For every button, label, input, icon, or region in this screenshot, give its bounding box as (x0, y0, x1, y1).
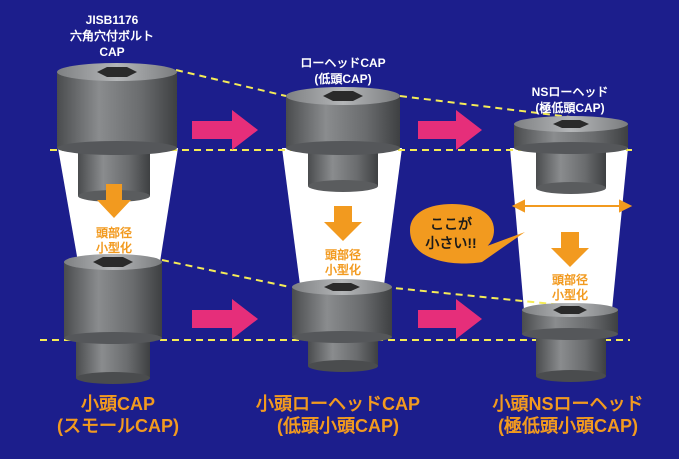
down-arrow-icon (324, 206, 362, 241)
right-arrow-icon (418, 299, 482, 339)
right-arrow-icon (418, 110, 482, 150)
bolt-lowhead-cap (286, 87, 400, 192)
guide-line-top-1 (175, 69, 287, 97)
label-col1-line1: JISB1176 (86, 13, 139, 27)
guide-line-small-1 (161, 259, 291, 288)
shrink-label-3-line2: 小型化 (552, 287, 588, 302)
right-arrow-icon (192, 110, 258, 150)
down-arrow-icon (97, 184, 131, 218)
title-col3-line2: (極低頭小頭CAP) (498, 415, 638, 436)
label-col3-line1: NSローヘッド (532, 85, 609, 99)
down-arrow-icon (551, 232, 589, 267)
title-col1-line1: 小頭CAP (81, 394, 155, 414)
double-arrow-icon (511, 199, 633, 213)
bolt-small-ns-lowhead (522, 303, 618, 382)
title-col2-line1: 小頭ローヘッドCAP (256, 394, 420, 414)
hex-socket-icon (553, 120, 589, 128)
label-col2-line1: ローヘッドCAP (300, 56, 385, 70)
label-col3-line2: (極低頭CAP) (535, 100, 604, 115)
title-col3-line1: 小頭NSローヘッド (492, 394, 643, 414)
shrink-label-2-line1: 頭部径 (325, 247, 361, 262)
bolt-ns-lowhead (514, 116, 628, 194)
shrink-label-2-line2: 小型化 (325, 262, 361, 277)
guide-line-small-2 (383, 286, 613, 311)
bolt-small-lowhead-cap (292, 279, 392, 372)
guide-line-top-2 (399, 95, 628, 125)
right-arrow-icon (192, 299, 258, 339)
bolt-small-cap (64, 254, 162, 384)
hex-socket-icon (324, 283, 360, 291)
hex-socket-icon (93, 257, 133, 267)
label-col1-line2: 六角穴付ボルト (70, 28, 154, 43)
title-col2-line2: (低頭小頭CAP) (277, 415, 399, 436)
title-col1-line2: (スモールCAP) (57, 416, 179, 436)
speech-bubble-icon (410, 204, 525, 264)
bolt-cap-standard (57, 63, 177, 202)
shrink-label-1-line1: 頭部径 (96, 225, 132, 240)
hex-socket-icon (97, 67, 137, 77)
callout-line1: ここが (430, 216, 473, 232)
shrink-label-3-line1: 頭部径 (552, 272, 588, 287)
label-col2-line2: (低頭CAP) (314, 71, 371, 86)
label-col1-line3: CAP (99, 45, 124, 59)
hex-socket-icon (553, 306, 587, 314)
hex-socket-icon (323, 91, 363, 101)
callout-line2: 小さい!! (425, 235, 476, 251)
shrink-label-1-line2: 小型化 (96, 240, 132, 255)
